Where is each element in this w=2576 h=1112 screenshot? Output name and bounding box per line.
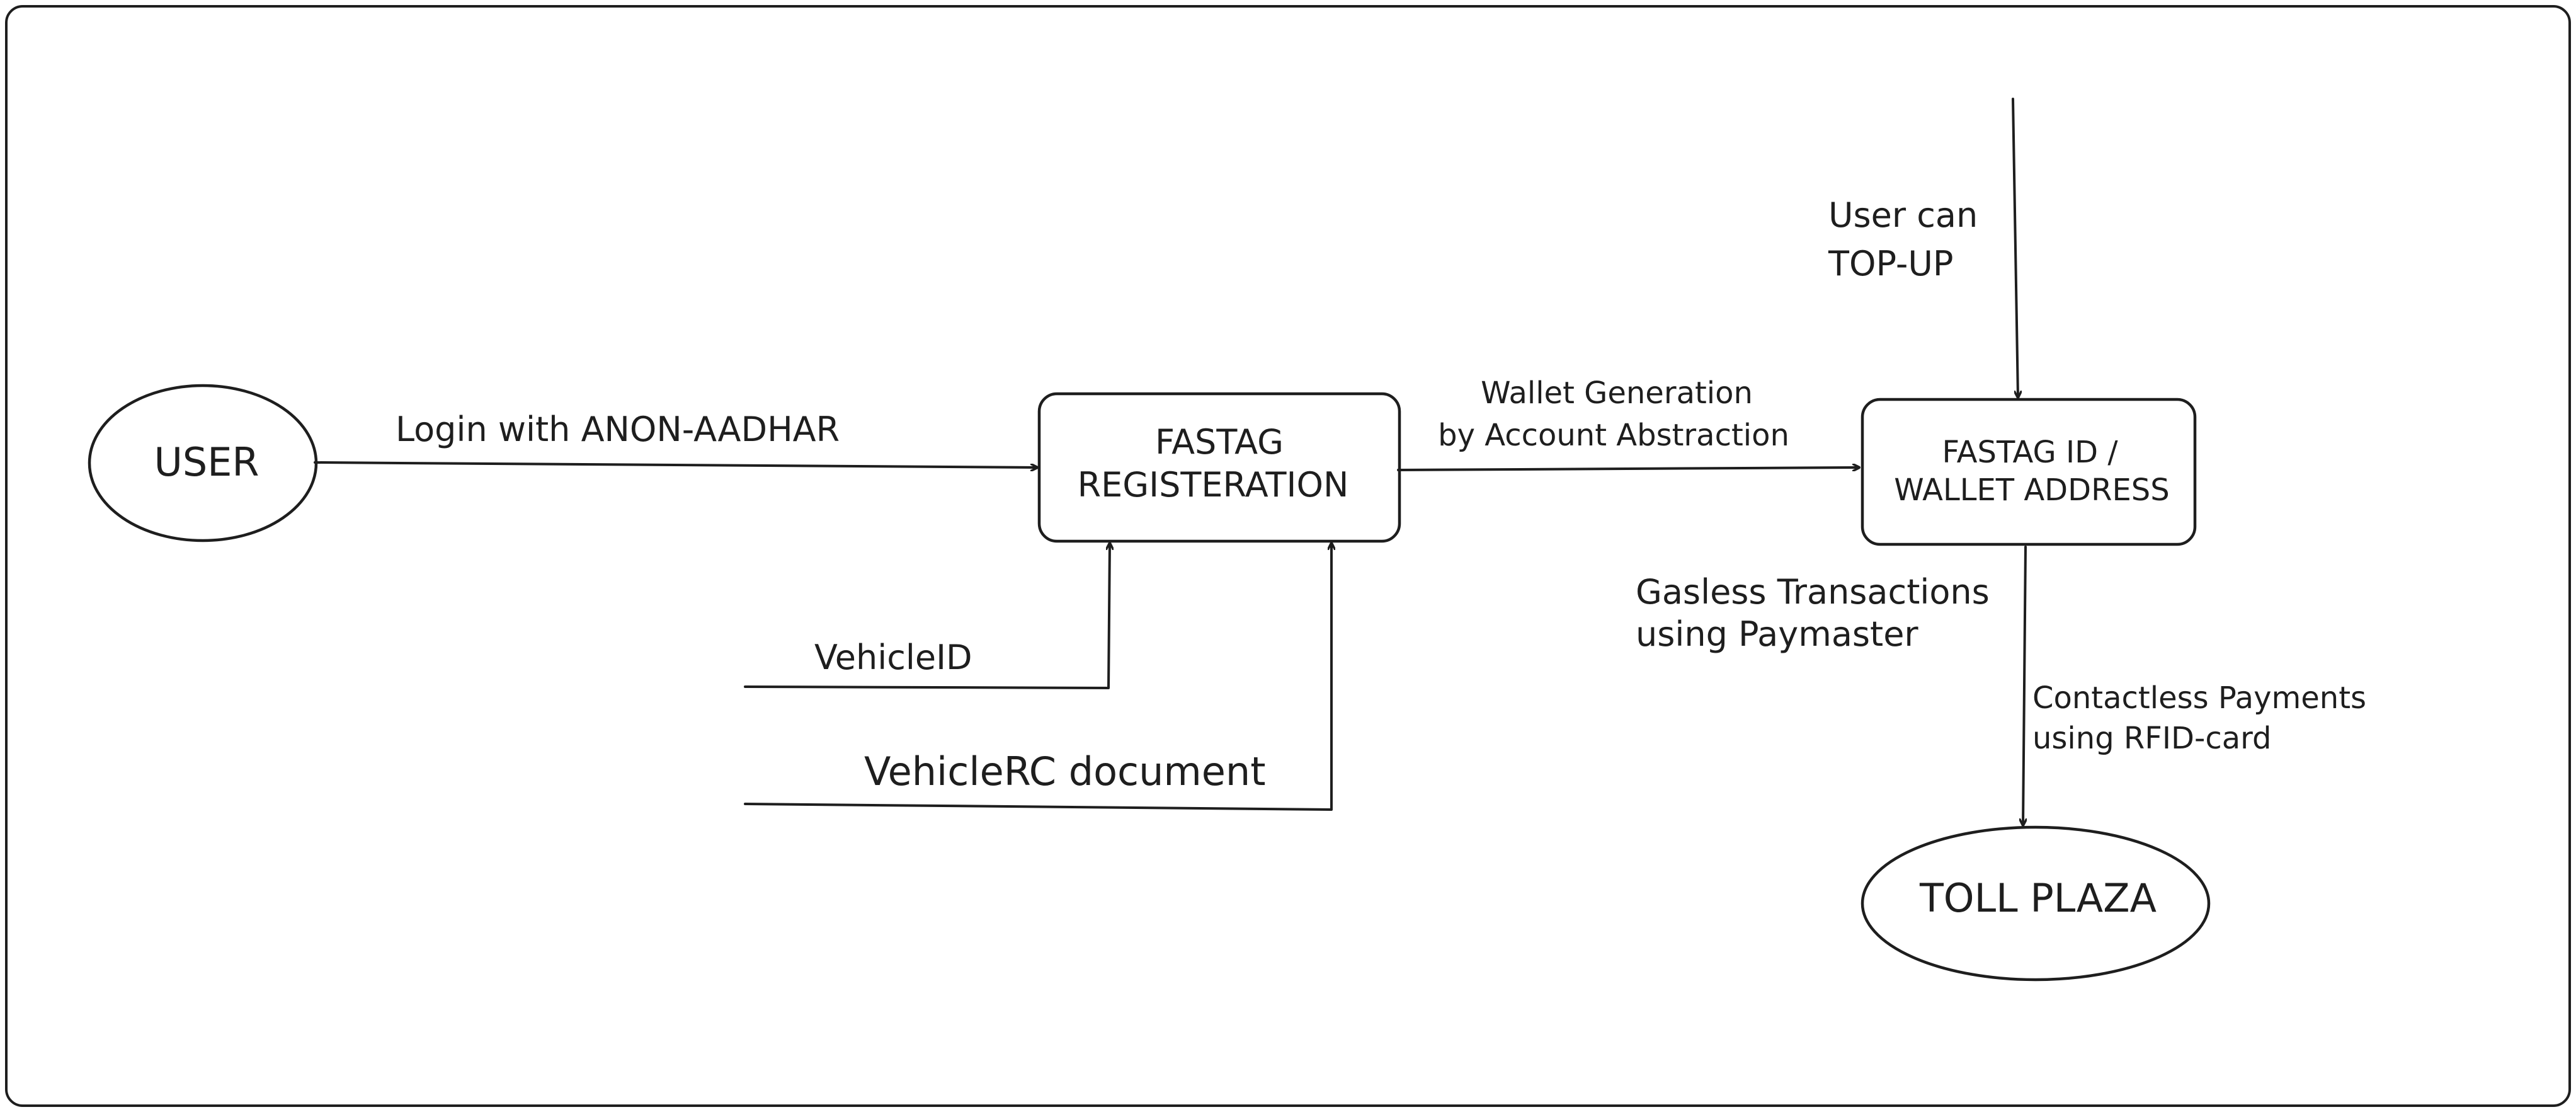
registration-box xyxy=(1037,392,1401,543)
edge-contactless[interactable]: Contactless Payments using RFID-card xyxy=(2023,546,2366,827)
edge-vehicle-rc[interactable]: VehicleRC document xyxy=(744,542,1331,811)
node-wallet-label-line1: FASTAG ID / xyxy=(1942,435,2118,470)
gasless-label-line1: Gasless Transactions xyxy=(1636,572,1990,612)
node-wallet-label-line2: WALLET ADDRESS xyxy=(1894,473,2169,508)
node-registration-label-line1: FASTAG xyxy=(1155,422,1284,462)
wallet-box xyxy=(1861,398,2197,546)
vehicle-id-arrow xyxy=(744,542,1110,689)
edge-login-label: Login with ANON-AADHAR xyxy=(396,410,840,449)
diagram-frame xyxy=(5,5,2571,1107)
node-toll-plaza-label: TOLL PLAZA xyxy=(1919,875,2157,921)
contactless-arrow xyxy=(2023,546,2026,827)
node-user[interactable]: USER xyxy=(88,384,318,542)
edge-login[interactable]: Login with ANON-AADHAR xyxy=(314,410,1039,467)
toll-plaza-ellipse xyxy=(1861,825,2211,982)
wallet-generation-arrow xyxy=(1397,467,1861,470)
node-fastag-registration[interactable]: FASTAG REGISTERATION xyxy=(1037,392,1401,543)
edge-top-up[interactable]: User can TOP-UP xyxy=(1828,98,2018,399)
edge-wallet-generation[interactable]: Wallet Generation by Account Abstraction xyxy=(1397,375,1861,470)
edge-contactless-label-line1: Contactless Payments xyxy=(2032,680,2366,716)
node-registration-label-line2: REGISTERATION xyxy=(1078,465,1349,505)
top-up-arrow xyxy=(2012,98,2018,399)
edge-top-up-label-line2: TOP-UP xyxy=(1828,244,1953,284)
node-toll-plaza[interactable]: TOLL PLAZA xyxy=(1861,825,2211,982)
annotation-gasless: Gasless Transactions using Paymaster xyxy=(1636,572,1990,654)
edge-wallet-generation-label-line2: by Account Abstraction xyxy=(1438,418,1789,453)
edge-top-up-label-line1: User can xyxy=(1828,195,1978,235)
vehicle-rc-arrow xyxy=(744,542,1331,811)
edge-contactless-label-line2: using RFID-card xyxy=(2032,721,2271,756)
edge-vehicle-id-label: VehicleID xyxy=(814,638,972,677)
edge-vehicle-id[interactable]: VehicleID xyxy=(744,542,1110,689)
login-arrow xyxy=(314,461,1039,467)
node-fastag-id-wallet[interactable]: FASTAG ID / WALLET ADDRESS xyxy=(1861,398,2197,546)
edge-vehicle-rc-label: VehicleRC document xyxy=(864,748,1266,794)
edge-wallet-generation-label-line1: Wallet Generation xyxy=(1481,375,1753,411)
gasless-label-line2: using Paymaster xyxy=(1636,614,1918,654)
node-user-label: USER xyxy=(154,439,259,485)
